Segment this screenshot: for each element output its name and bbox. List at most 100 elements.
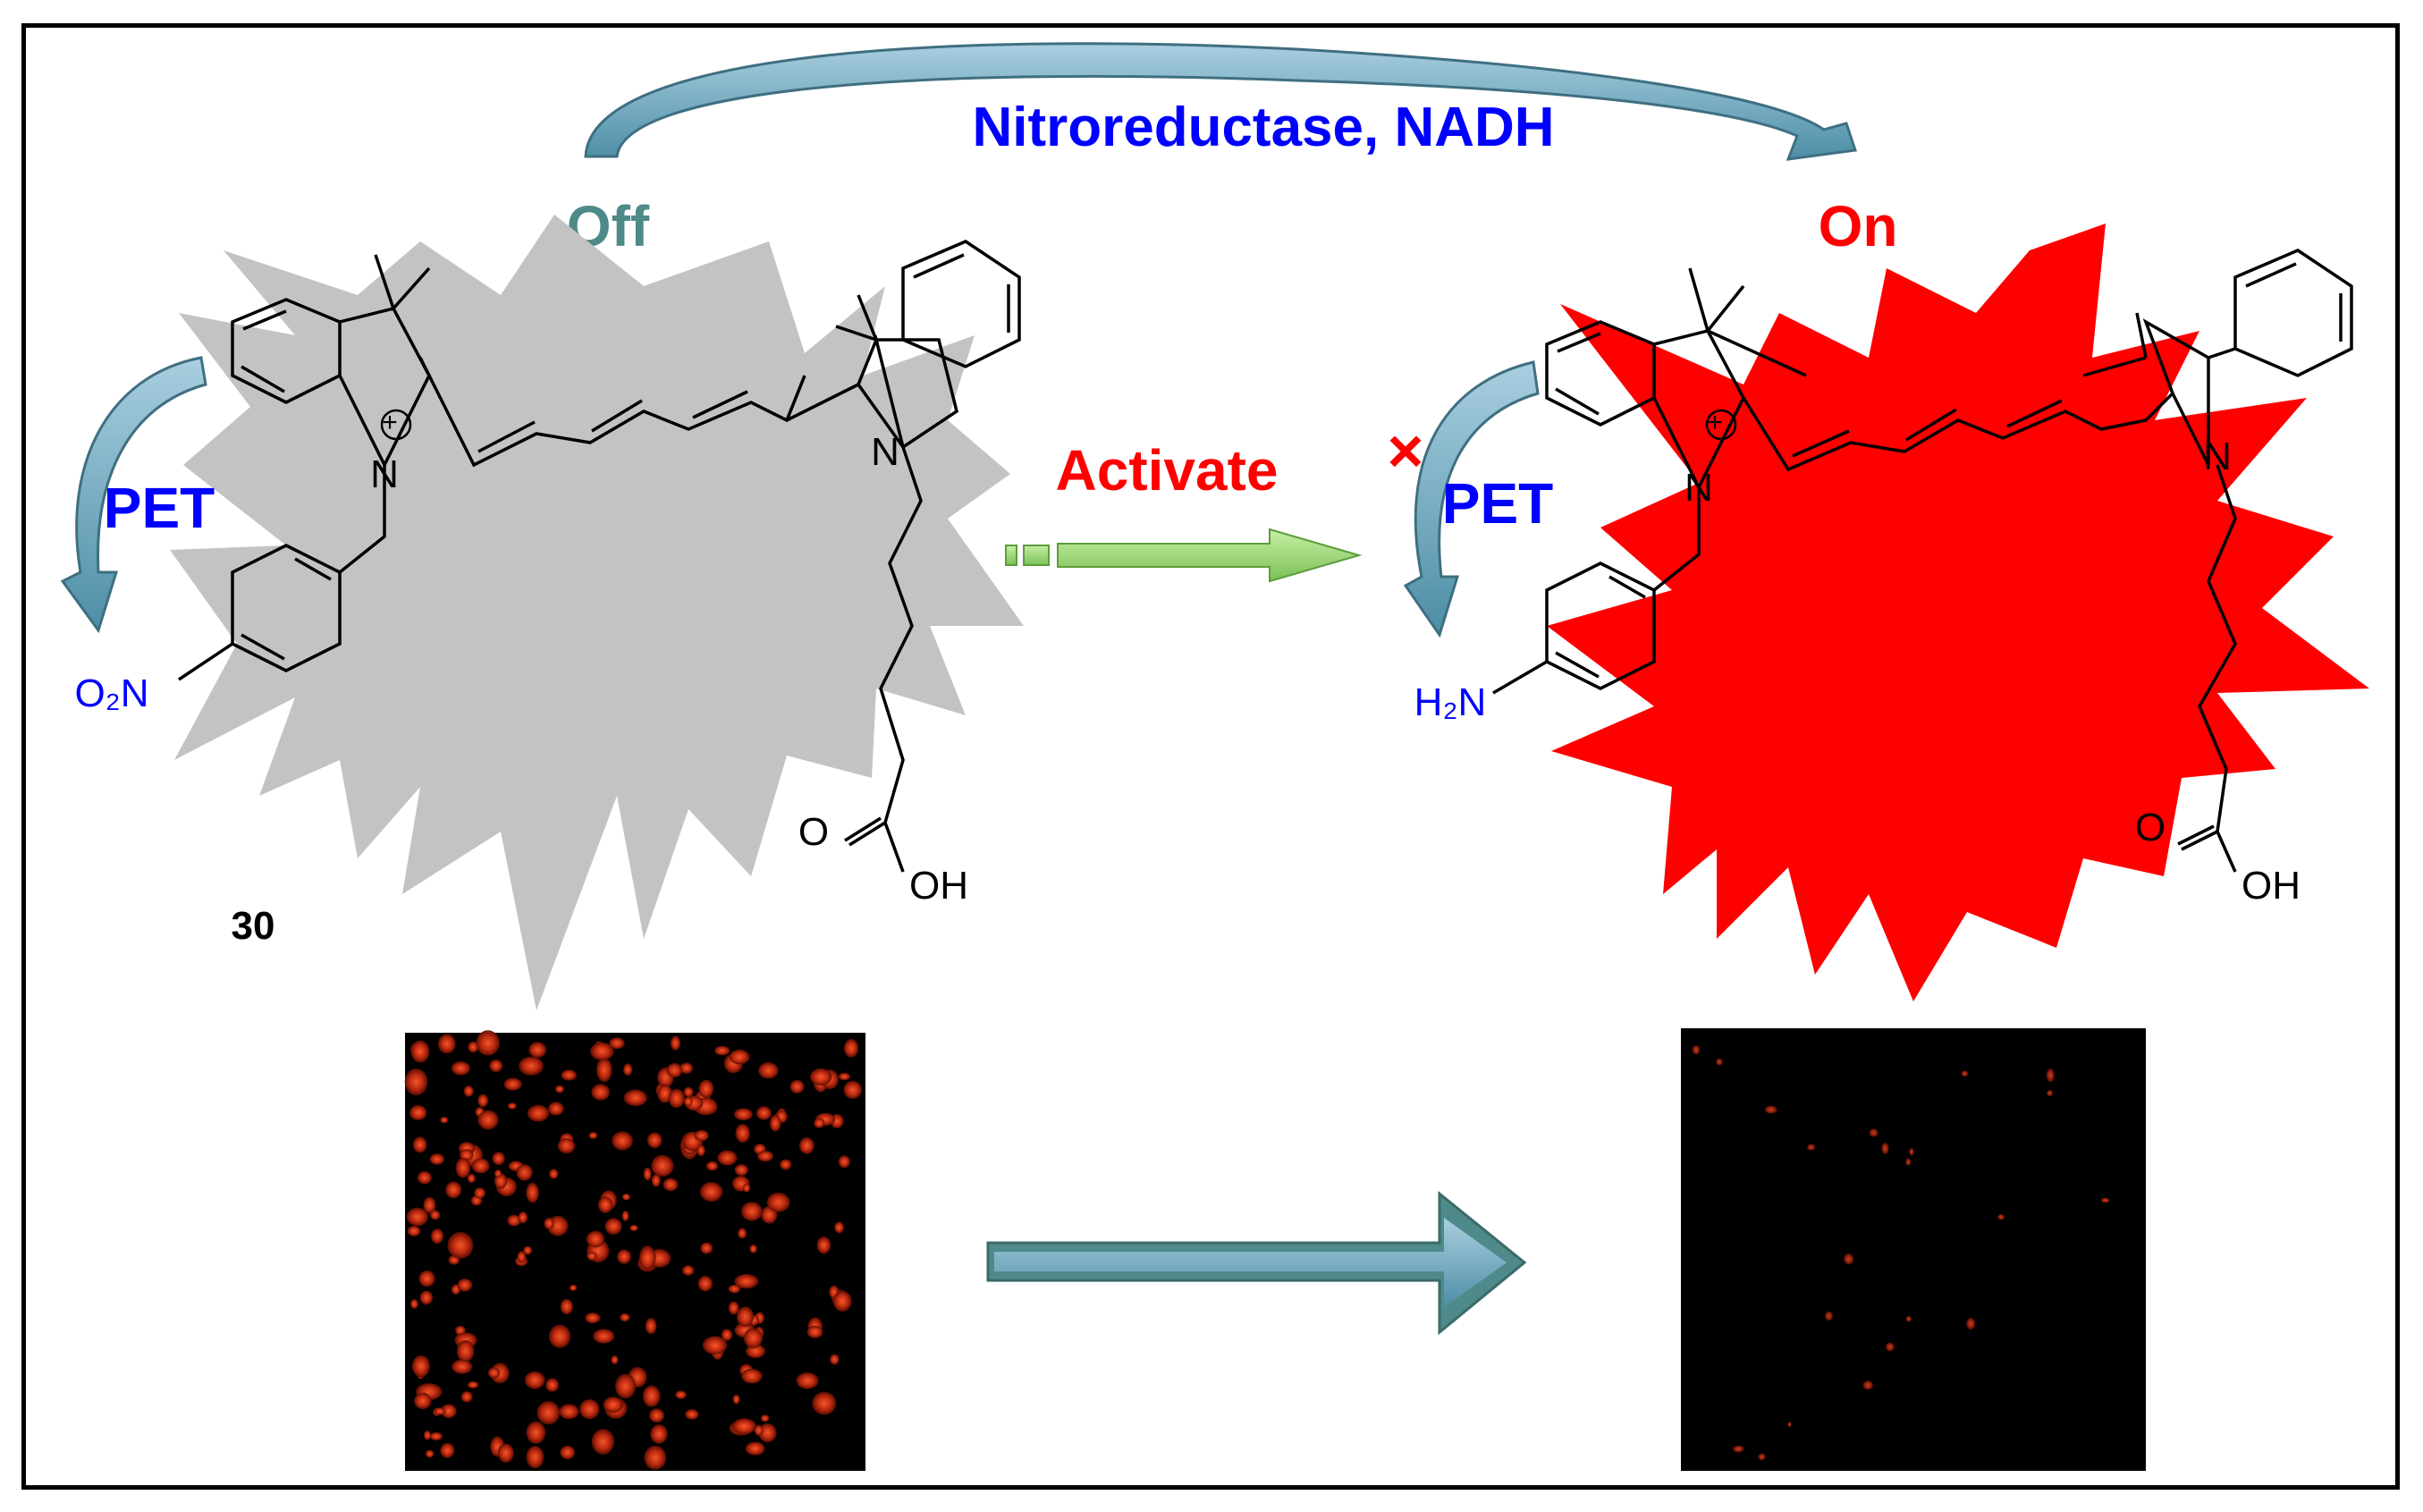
cell-spot (549, 1169, 559, 1179)
cell-spot (798, 1137, 815, 1154)
cell-spot (832, 1290, 852, 1312)
cell-spot (554, 1085, 564, 1094)
cell-spot (717, 1150, 738, 1166)
left-charge-sign: + (382, 408, 398, 437)
cell-spot (524, 1371, 545, 1390)
cell-spot (743, 1183, 751, 1193)
cell-spot (557, 1138, 576, 1153)
cell-spot (591, 1429, 615, 1455)
cell-spot (507, 1102, 517, 1110)
cell-spot (697, 1275, 713, 1292)
cell-spot (758, 1423, 777, 1442)
cell-spot (603, 1397, 623, 1413)
left-n-atom: N (871, 430, 899, 474)
cell-spot (728, 1301, 739, 1315)
cell-spot (1886, 1342, 1895, 1352)
cell-spot (569, 1284, 578, 1291)
cell-spot (441, 1404, 457, 1418)
cell-spot (561, 1069, 578, 1081)
cell-spot (467, 1173, 476, 1183)
cell-spot (434, 1407, 446, 1415)
cell-spot (1825, 1311, 1833, 1322)
cell-spot (700, 1242, 713, 1254)
cell-spot (559, 1404, 579, 1420)
cell-spot (1758, 1453, 1766, 1461)
cell-spot (698, 1079, 714, 1098)
cell-spot (621, 1210, 629, 1221)
cell-spot (445, 1181, 462, 1199)
cell-spot (440, 1116, 449, 1124)
cell-spot (721, 1329, 733, 1341)
cell-spot (629, 1224, 638, 1231)
cell-spot (834, 1221, 844, 1234)
right-molecule (1492, 249, 2353, 873)
cell-spot (452, 1359, 473, 1374)
cell-spot (734, 1164, 748, 1176)
cell-spot (609, 1037, 625, 1050)
cell-spot (1844, 1253, 1854, 1265)
cell-spot (437, 1034, 456, 1054)
cell-spot (1862, 1381, 1873, 1390)
cell-spot (418, 1270, 435, 1288)
cell-spot (814, 1118, 825, 1128)
cell-spot (796, 1372, 819, 1390)
cell-spot (430, 1210, 441, 1221)
cell-spot (663, 1178, 679, 1192)
top-curved-arrow (584, 42, 1857, 161)
cell-spot (523, 1246, 532, 1255)
cell-spot (527, 1104, 550, 1122)
cell-spot (612, 1131, 633, 1151)
cell-spot (666, 1062, 683, 1078)
cell-spot (544, 1217, 554, 1229)
cell-spot (503, 1077, 522, 1091)
cell-spot (431, 1229, 443, 1244)
cell-spot (468, 1041, 478, 1053)
activate-arrow (1005, 528, 1363, 583)
cell-spot (492, 1152, 505, 1165)
cell-spot (680, 1062, 693, 1074)
cell-spot (754, 1424, 764, 1436)
cell-spot (644, 1445, 667, 1470)
cell-spot (424, 1430, 431, 1440)
cell-spot (685, 1409, 699, 1420)
cell-spot (593, 1329, 615, 1344)
cell-spot (735, 1123, 750, 1144)
cell-spot (789, 1079, 805, 1094)
cell-spot (423, 1196, 436, 1213)
right-cell-image-spots (1692, 1045, 2110, 1461)
cell-spot (738, 1228, 747, 1239)
cell-spot (536, 1401, 561, 1424)
cell-spot (429, 1153, 444, 1165)
cell-spot (745, 1441, 765, 1456)
cell-spot (838, 1072, 850, 1081)
cell-spot (476, 1030, 500, 1056)
cell-spot (456, 1340, 475, 1363)
cell-spot (734, 1273, 759, 1289)
cell-spot (1966, 1317, 1976, 1330)
left-atom-labels: + N N O₂N O OH 30 (74, 408, 968, 948)
cell-spot (410, 1040, 430, 1063)
cell-spot (440, 1442, 455, 1458)
cell-spot (1733, 1445, 1744, 1453)
cell-spot (2100, 1197, 2110, 1204)
amine-group-label: H₂N (1414, 680, 1487, 724)
cell-spot (447, 1231, 474, 1259)
cell-spot (1909, 1148, 1914, 1156)
enzyme-label: Nitroreductase, NADH (972, 97, 1554, 158)
cell-spot (749, 1244, 757, 1254)
cell-spot (591, 1084, 610, 1101)
on-label: On (1819, 194, 1898, 258)
cell-spot (526, 1182, 539, 1204)
cell-spot (549, 1324, 571, 1348)
cell-spot (697, 1145, 705, 1157)
cell-spot (404, 1069, 428, 1095)
cell-spot (702, 1336, 728, 1355)
cell-spot (586, 1230, 605, 1248)
on-fluorescence-burst (1547, 224, 2369, 1001)
cell-spot (714, 1045, 730, 1056)
cell-spot (736, 1306, 754, 1327)
right-charge-sign: + (1707, 408, 1723, 437)
cell-spot (414, 1392, 432, 1409)
cell-spot (756, 1106, 772, 1120)
cell-spot (806, 1325, 823, 1339)
